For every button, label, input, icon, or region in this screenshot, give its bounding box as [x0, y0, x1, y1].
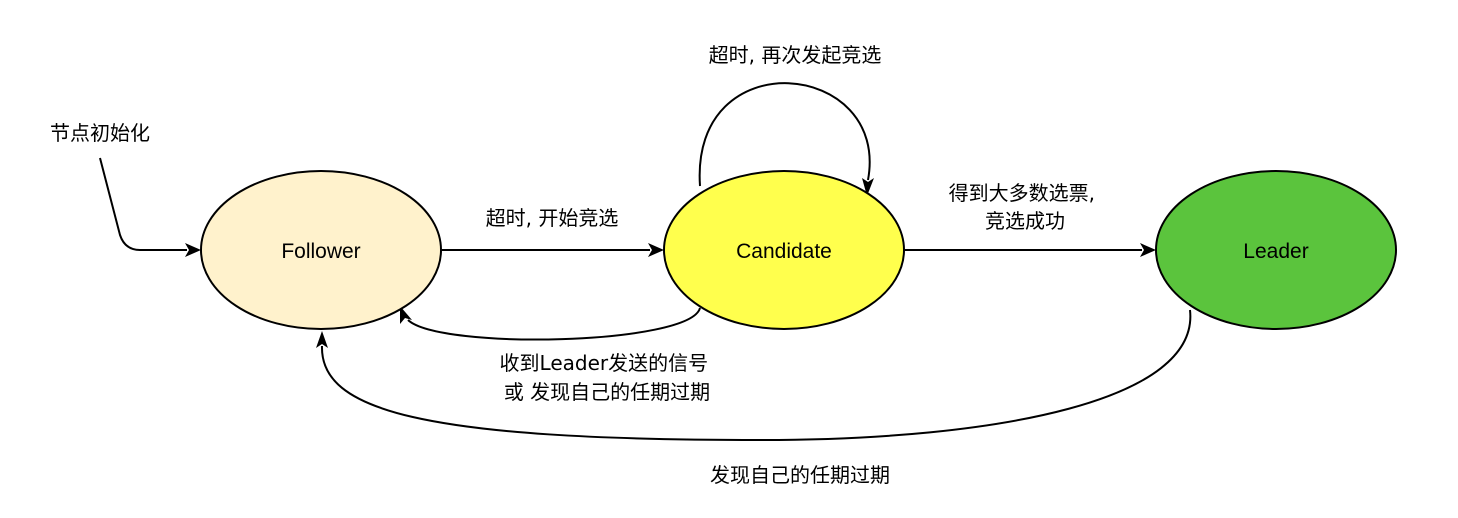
arrowhead-init	[185, 243, 201, 257]
state-candidate[interactable]	[663, 170, 905, 330]
label-candidate-to-leader-line-1: 得到大多数选票,	[949, 181, 1095, 205]
label-init: 节点初始化	[50, 121, 150, 145]
label-leader-to-follower: 发现自己的任期过期	[710, 463, 890, 487]
arrowhead-candidate-to-follower	[400, 306, 412, 324]
edge-init	[99, 157, 187, 251]
label-candidate-to-leader: 得到大多数选票, 竞选成功	[949, 181, 1102, 233]
label-candidate-self: 超时, 再次发起竞选	[709, 43, 882, 67]
state-follower-label: Follower	[281, 240, 360, 263]
arrowhead-candidate-self	[862, 178, 874, 196]
arrowhead-leader-to-follower	[316, 331, 328, 348]
label-candidate-to-follower-line-2: 或 发现自己的任期过期	[504, 380, 710, 404]
state-leader-label: Leader	[1243, 240, 1308, 263]
arrowhead-candidate-to-leader	[1140, 243, 1156, 257]
arrowhead-follower-to-candidate	[648, 243, 664, 257]
label-candidate-to-leader-line-2: 竞选成功	[985, 209, 1065, 233]
edge-leader-to-follower	[320, 309, 1192, 442]
edge-candidate-to-follower	[407, 307, 701, 341]
state-candidate-label: Candidate	[736, 240, 832, 263]
label-candidate-to-follower: 收到Leader发送的信号 或 发现自己的任期过期	[500, 351, 715, 404]
label-follower-to-candidate: 超时, 开始竞选	[486, 206, 619, 230]
edge-candidate-self	[698, 82, 871, 187]
label-candidate-to-follower-line-1: 收到Leader发送的信号	[500, 351, 709, 375]
state-leader[interactable]	[1155, 170, 1397, 330]
state-follower[interactable]	[200, 170, 442, 330]
